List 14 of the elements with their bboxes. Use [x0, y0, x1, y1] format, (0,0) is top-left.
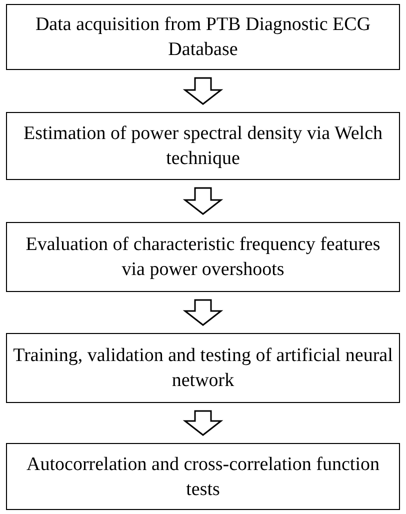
process-box — [6, 112, 400, 180]
block-arrow — [182, 77, 224, 105]
process-box — [6, 443, 400, 510]
block-arrow — [182, 410, 224, 436]
step-text: Estimation of power spectral density via Welch technique — [22, 122, 384, 171]
process-box — [6, 333, 400, 403]
block-arrow — [182, 299, 224, 326]
step-text: Evaluation of characteristic frequency features via power overshoots — [24, 233, 382, 282]
process-box — [6, 222, 400, 292]
step-text: Autocorrelation and cross-correlation function tests — [26, 452, 380, 502]
block-arrow — [182, 187, 224, 215]
process-box — [6, 4, 400, 70]
step-text: Training, validation and testing of artificial neural network — [12, 344, 394, 393]
step-text: Data acquisition from PTB Diagnostic ECG Database — [34, 13, 372, 62]
